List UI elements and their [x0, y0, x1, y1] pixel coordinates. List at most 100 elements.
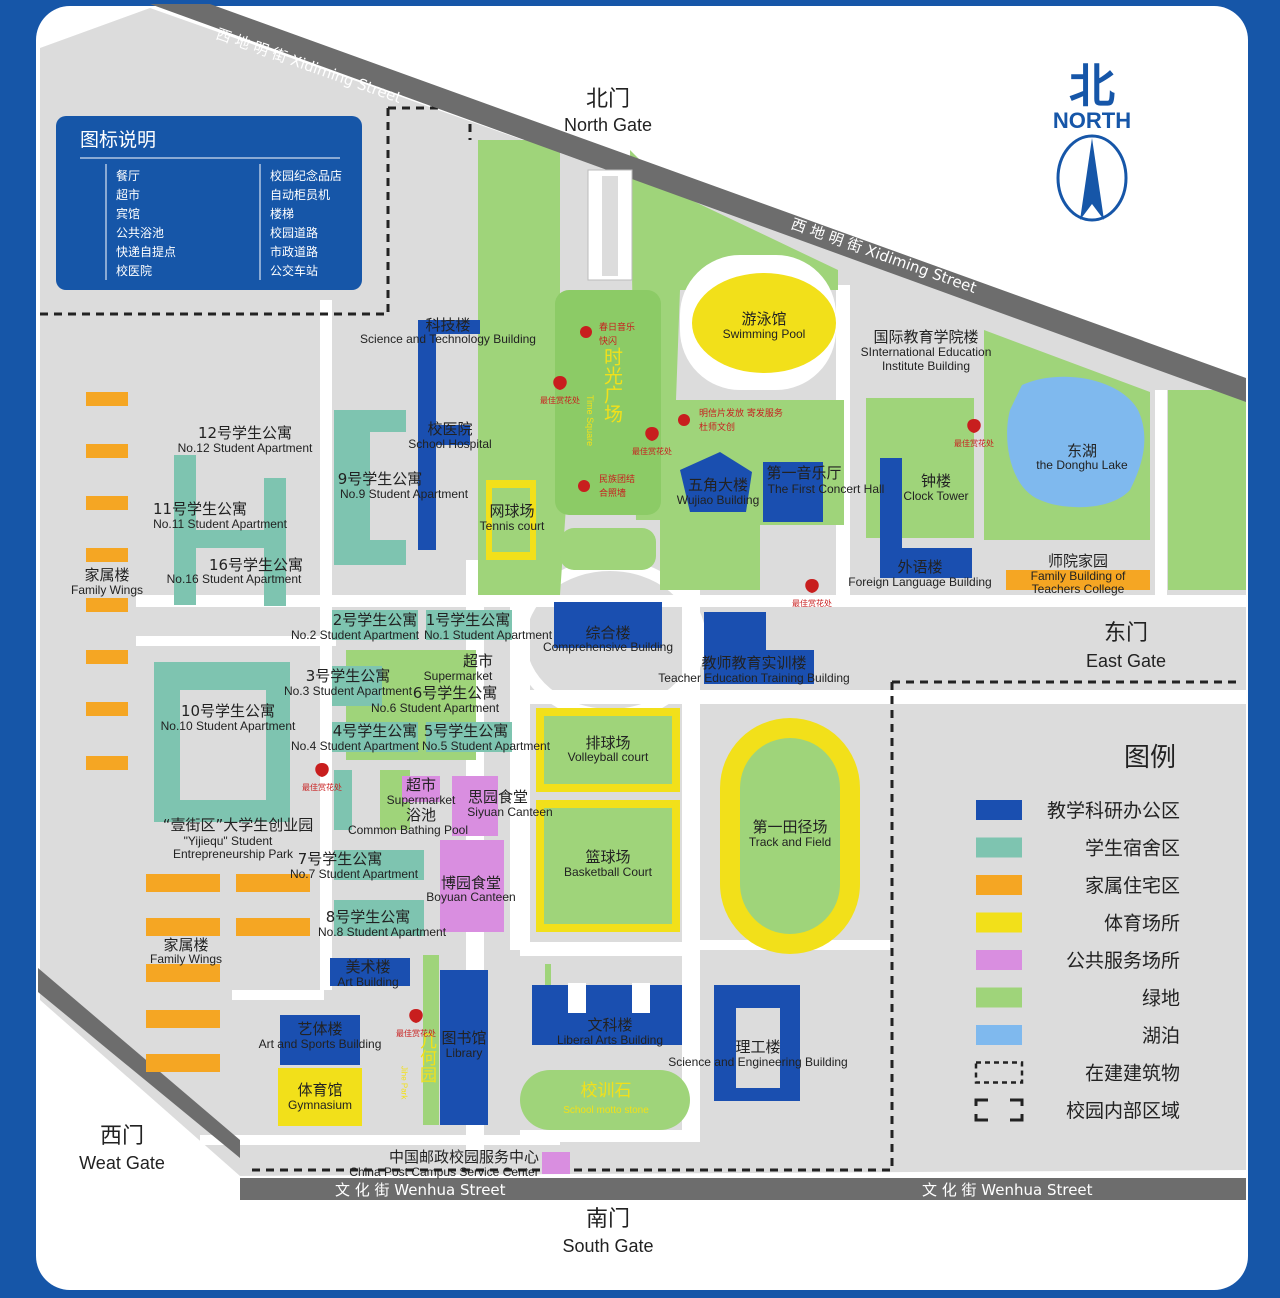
- label-concert-en: The First Concert Hall: [768, 482, 885, 496]
- label-library-en: Library: [446, 1046, 483, 1060]
- liberal-arts-notch: [568, 983, 586, 1013]
- label-motto-cn: 校训石: [581, 1081, 632, 1101]
- flower-icon: [805, 579, 819, 593]
- label-boyuan-cn: 博园食堂: [441, 874, 501, 892]
- donghu-lake: [1007, 376, 1145, 508]
- label-comprehensive-en: Comprehensive Building: [543, 640, 673, 654]
- label-shiguang-cn: 时光广场: [601, 347, 623, 423]
- label-library-cn: 图书馆: [441, 1029, 486, 1047]
- icon-legend-item: 超市: [116, 187, 140, 202]
- label-liberal-arts-en: Liberal Arts Building: [557, 1033, 663, 1047]
- label-supermarket1-cn: 超市: [463, 652, 493, 670]
- label-teachers-college-en2: Teachers College: [1032, 582, 1125, 596]
- label-hospital-cn: 校医院: [427, 420, 472, 438]
- label-apt5-en: No.5 Student Apartment: [422, 739, 551, 753]
- label-donghu-en: the Donghu Lake: [1036, 458, 1128, 472]
- label-gym-en: Gymnasium: [288, 1098, 352, 1112]
- icon-legend-title: 图标说明: [80, 129, 156, 151]
- legend-label: 绿地: [1142, 988, 1180, 1010]
- east-gate-en: East Gate: [1086, 651, 1166, 671]
- poi-minsu-2: 合照墙: [599, 487, 626, 499]
- icon-legend-item: 自动柜员机: [270, 188, 330, 202]
- label-intl-en2: Institute Building: [882, 359, 970, 373]
- label-apt8-en: No.8 Student Apartment: [318, 925, 447, 939]
- label-pool-cn: 游泳馆: [741, 310, 786, 328]
- west-gate-cn: 西门: [100, 1124, 144, 1149]
- liberal-arts-notch: [632, 983, 650, 1013]
- label-apt4-en: No.4 Student Apartment: [291, 739, 420, 753]
- label-siyuan-en: Siyuan Canteen: [467, 805, 552, 819]
- label-basketball-cn: 篮球场: [585, 848, 630, 866]
- label-bath-cn: 浴池: [406, 806, 436, 824]
- sci-eng-court: [736, 1008, 780, 1088]
- west-gate-en: Weat Gate: [79, 1153, 165, 1173]
- legend-swatch: [976, 912, 1022, 933]
- flower-icon: [967, 419, 981, 433]
- north-gate-en: North Gate: [564, 115, 652, 135]
- wenhua-street: [240, 1178, 1246, 1200]
- label-shiguang-en: Time Square: [585, 395, 595, 446]
- label-basketball-en: Basketball Court: [564, 865, 653, 879]
- label-apt5-cn: 5号学生公寓: [424, 722, 509, 740]
- label-apt10-cn: 10号学生公寓: [181, 702, 275, 720]
- label-apt3-en: No.3 Student Apartment: [284, 684, 413, 698]
- label-motto-en: School motto stone: [563, 1105, 649, 1116]
- label-supermarket2-cn: 超市: [406, 776, 436, 794]
- label-science-tech-en: Science and Technology Building: [360, 332, 536, 346]
- icon-legend-item: 市政道路: [270, 244, 318, 259]
- apt10-court: [180, 690, 266, 800]
- label-art-sports-cn: 艺体楼: [297, 1020, 342, 1038]
- label-siyuan-cn: 思园食堂: [468, 788, 528, 806]
- legend-label: 湖泊: [1142, 1025, 1180, 1047]
- label-apt7-en: No.7 Student Apartment: [290, 867, 419, 881]
- label-hospital-en: School Hospital: [408, 437, 491, 451]
- label-post-cn: 中国邮政校园服务中心: [389, 1148, 539, 1166]
- flower-spot-label: 最佳赏花处: [632, 446, 672, 456]
- poi-markers: 春日音乐 快闪 明信片发放 寄发服务 杜师文创 民族团结 合照墙: [578, 321, 783, 499]
- label-yijie-cn: “壹街区”大学生创业园: [163, 816, 314, 834]
- legend-swatch: [976, 837, 1022, 858]
- flower-spot-label: 最佳赏花处: [792, 598, 832, 608]
- poi-chunri-2: 快闪: [599, 335, 617, 347]
- xidiming-street: [150, 4, 1246, 402]
- label-family-lower-en: Family Wings: [150, 952, 222, 966]
- legend-swatch: [976, 800, 1022, 820]
- label-family-left-en: Family Wings: [71, 583, 143, 597]
- location-pin-icon: [580, 326, 592, 338]
- poi-chunri-1: 春日音乐: [599, 321, 635, 333]
- poi-minsu-1: 民族团结: [599, 473, 635, 485]
- south-gate-en: South Gate: [562, 1236, 653, 1256]
- label-apt1-cn: 1号学生公寓: [426, 611, 511, 629]
- label-jihe-cn: 几何园: [416, 1032, 437, 1083]
- teaching-buildings: [280, 320, 972, 1125]
- label-intl-cn: 国际教育学院楼: [873, 328, 978, 346]
- label-comprehensive-cn: 综合楼: [585, 624, 630, 642]
- label-post-en: China Post Campus Service Center: [349, 1165, 538, 1179]
- label-family-left-cn: 家属楼: [84, 566, 129, 584]
- label-volleyball-cn: 排球场: [585, 734, 630, 752]
- flower-spot-label: 最佳赏花处: [540, 395, 580, 405]
- poi-mingxin-1: 明信片发放 寄发服务: [699, 407, 783, 419]
- service-buildings: [402, 776, 570, 1174]
- label-wujiao-cn: 五角大楼: [688, 476, 748, 494]
- label-clock-en: Clock Tower: [903, 489, 968, 503]
- label-intl-en1: SInternational Education: [861, 345, 992, 359]
- label-teacher-training-en: Teacher Education Training Building: [658, 671, 849, 685]
- label-supermarket2-en: Supermarket: [387, 793, 456, 807]
- label-foreign-cn: 外语楼: [897, 558, 942, 576]
- label-science-tech-cn: 科技楼: [425, 316, 470, 334]
- legend-label: 教学科研办公区: [1047, 800, 1180, 822]
- legend-swatch: [976, 987, 1022, 1008]
- label-bath-en: Common Bathing Pool: [348, 823, 468, 837]
- label-apt6-cn: 6号学生公寓: [413, 684, 498, 702]
- label-track-en: Track and Field: [749, 835, 831, 849]
- icon-legend-box: [56, 116, 362, 290]
- flower-spot-label: 最佳赏花处: [302, 782, 342, 792]
- legend-swatch: [976, 1025, 1022, 1045]
- legend-label: 校园内部区域: [1066, 1100, 1180, 1122]
- flower-spot-label: 最佳赏花处: [396, 1028, 436, 1038]
